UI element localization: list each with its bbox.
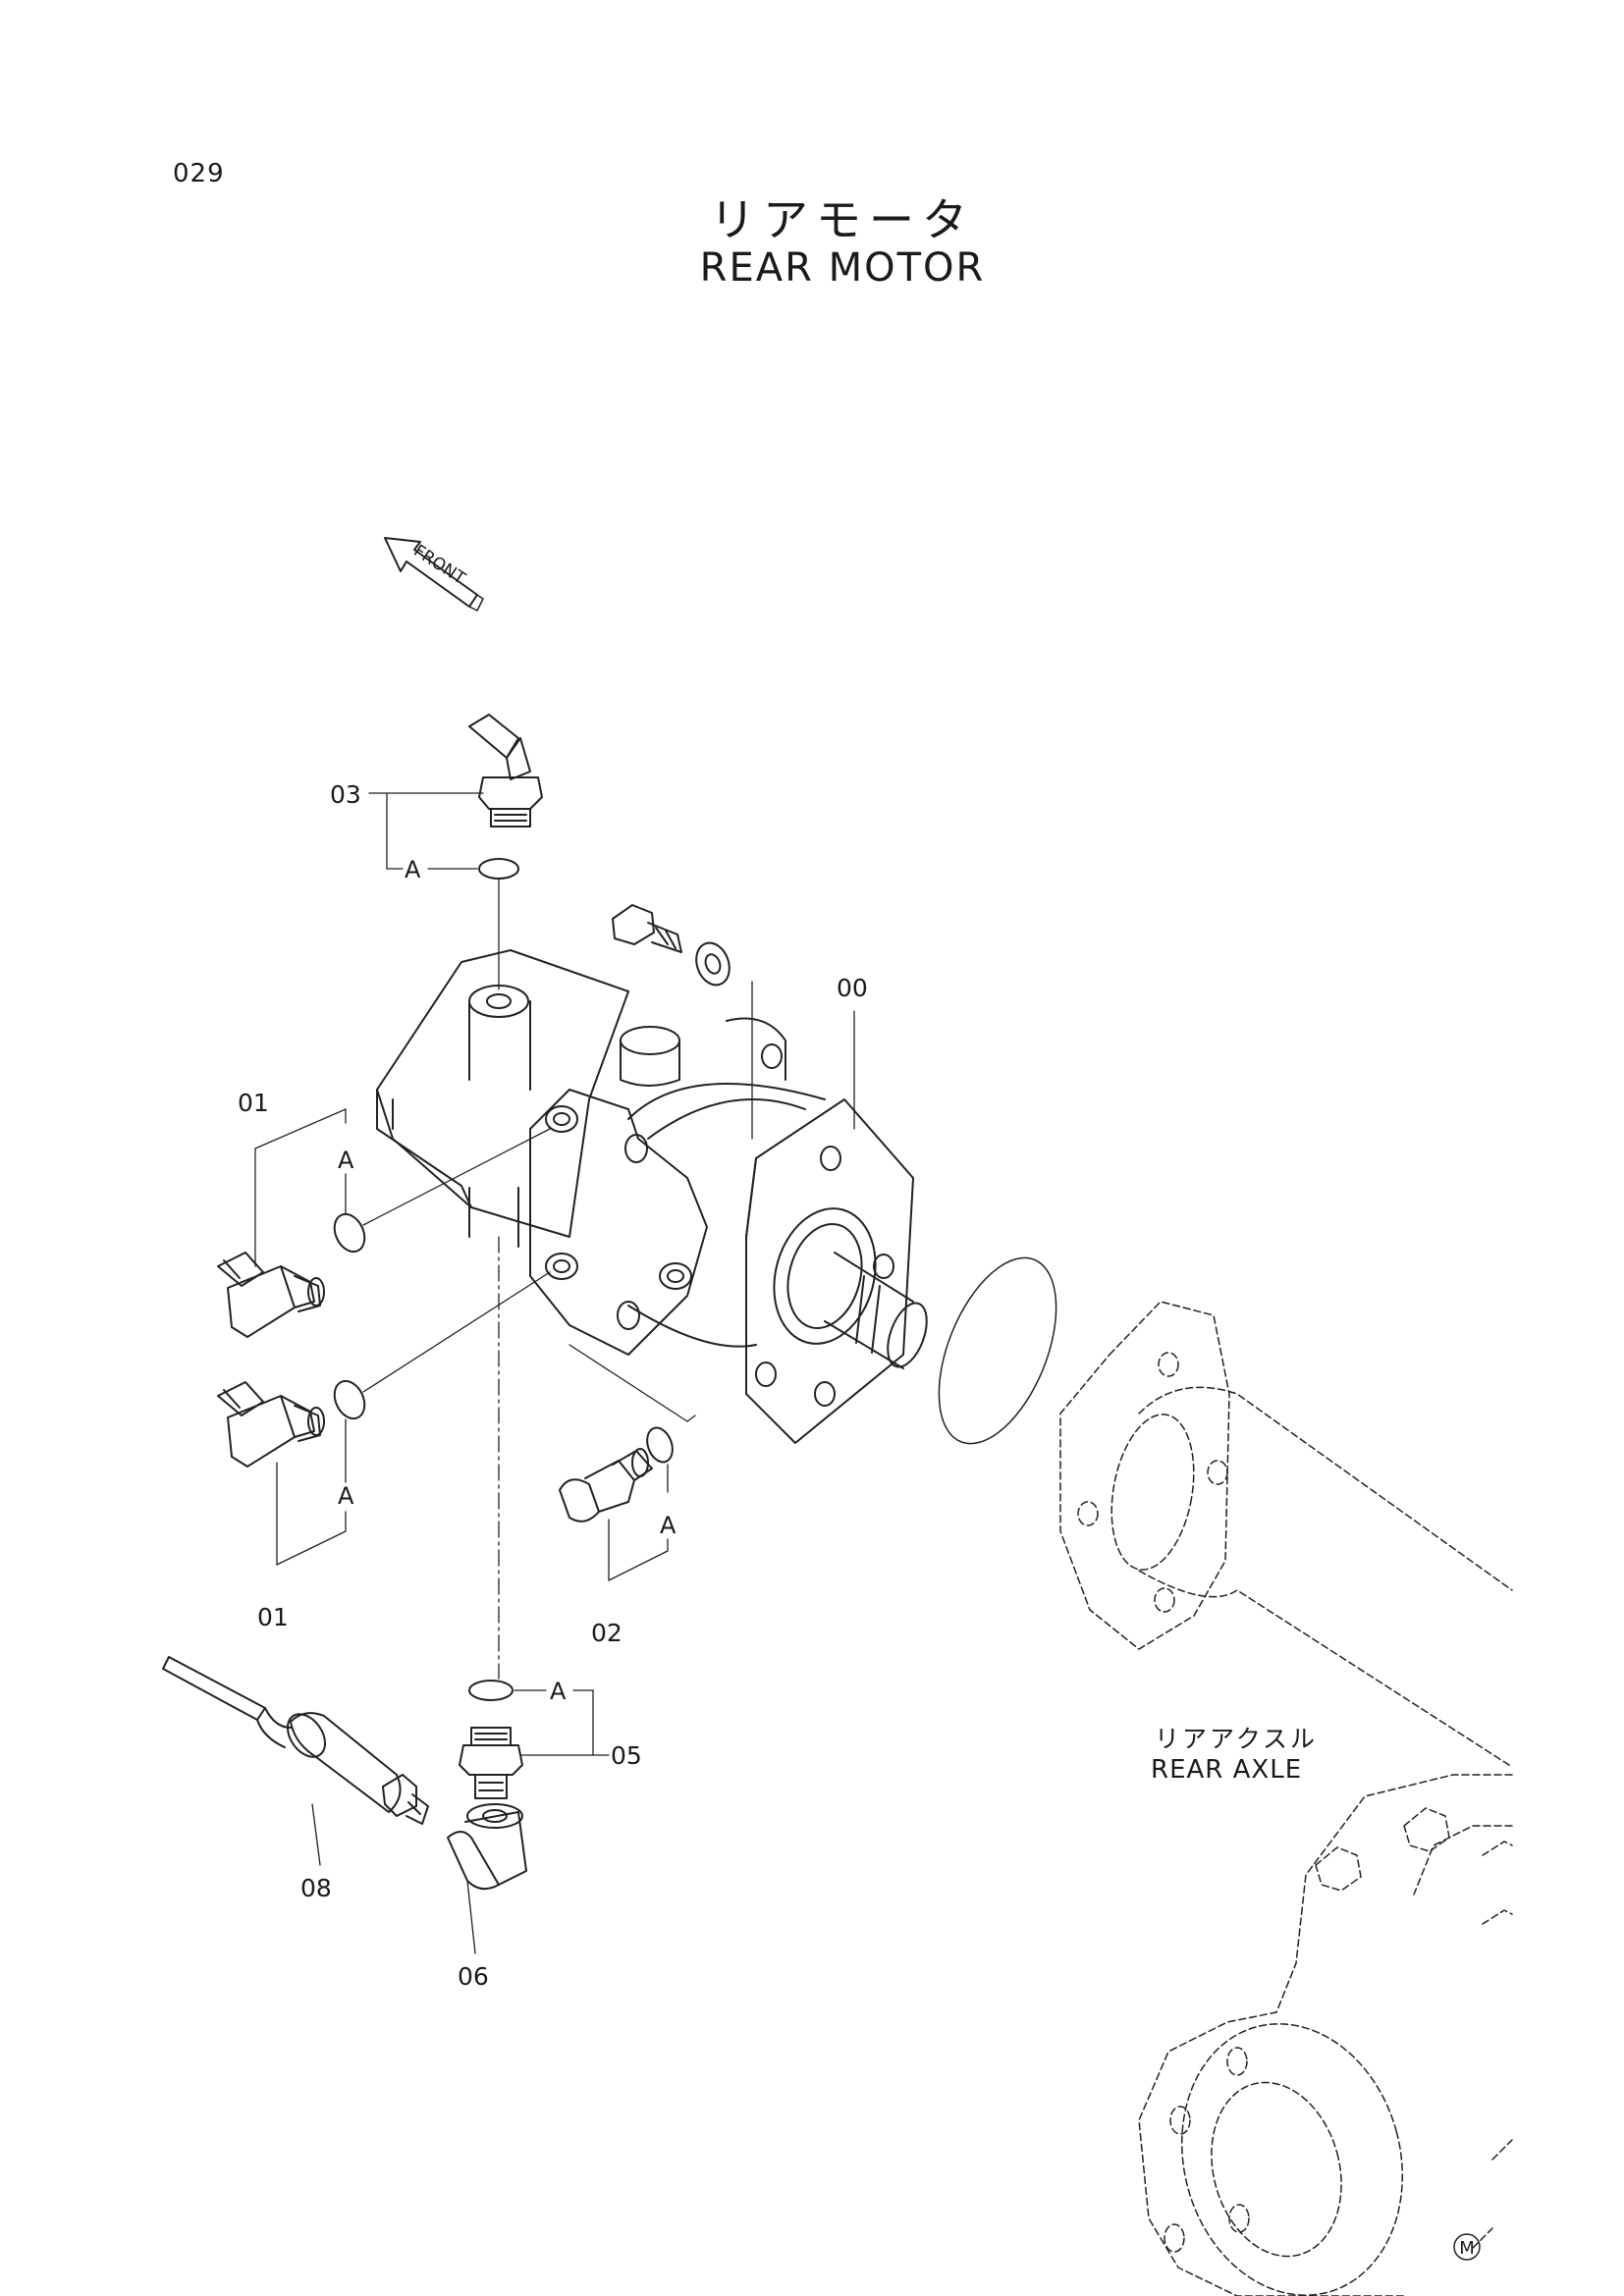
rear-axle-label: REAR AXLE (1151, 1755, 1303, 1785)
pressure-sensor (162, 1656, 429, 1825)
page-title: REAR MOTOR (699, 245, 986, 291)
circled-m-mark: M (1453, 2233, 1481, 2261)
angle-fitting-lower (217, 1381, 325, 1468)
elbow-fitting-bottom (447, 1803, 527, 1891)
callout-01-lower: 01 (257, 1603, 289, 1631)
adapter (459, 1727, 523, 1799)
page-title-japanese: リアモータ (710, 193, 975, 246)
o-ring-right (646, 1426, 674, 1464)
leader-lines (254, 792, 855, 1954)
front-arrow-label: FRONT (410, 541, 469, 589)
angle-fitting-upper (217, 1252, 325, 1338)
washer (695, 941, 731, 987)
callout-05: 05 (611, 1741, 642, 1770)
callout-01-upper: 01 (238, 1089, 269, 1117)
o-ring-bottom (468, 1680, 514, 1701)
straight-fitting (559, 1448, 653, 1522)
elbow-fitting-top (468, 714, 543, 828)
o-ring-left-lower (333, 1379, 366, 1420)
callout-00: 00 (837, 974, 868, 1002)
marker-a-bottom: A (550, 1678, 567, 1705)
o-ring-top (478, 858, 519, 880)
callout-08: 08 (300, 1874, 332, 1902)
callout-03: 03 (330, 780, 361, 809)
motor-flange-o-ring (938, 1256, 1057, 1445)
marker-a-top: A (405, 856, 421, 883)
front-arrow-icon: FRONT (384, 537, 484, 612)
rear-axle-label-japanese: リアアクスル (1155, 1725, 1319, 1753)
page-number: 029 (173, 159, 225, 188)
mounting-bolt (612, 904, 682, 953)
callout-06: 06 (458, 1962, 489, 1991)
marker-a-left-lower: A (338, 1482, 354, 1510)
marker-a-right: A (660, 1512, 677, 1539)
circled-m-letter: M (1459, 2238, 1475, 2259)
motor-body (376, 949, 928, 1444)
callout-02: 02 (591, 1619, 623, 1647)
rear-axle-housing (1138, 1774, 1513, 2296)
o-ring-left-upper (333, 1212, 366, 1254)
rear-axle-flange (1059, 1301, 1513, 1768)
marker-a-left-upper: A (338, 1147, 354, 1174)
